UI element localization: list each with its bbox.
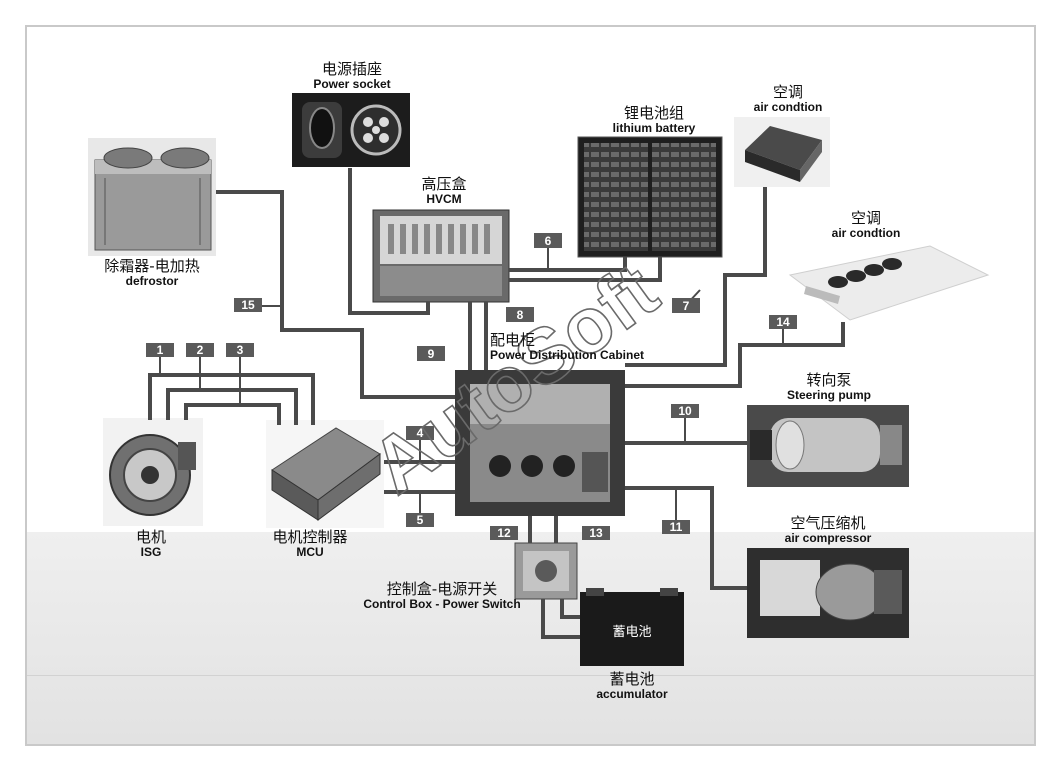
mcu-image: [266, 420, 384, 528]
control-box-image: [514, 542, 578, 600]
svg-text:6: 6: [545, 234, 552, 248]
svg-text:4: 4: [417, 426, 424, 440]
wire-tag-3: 3: [226, 343, 254, 357]
wire-tag-13: 13: [582, 526, 610, 540]
air-condition-1-label: 空调 air condtion: [740, 83, 836, 114]
air-condition-2-image: [788, 245, 990, 321]
defroster-cn: 除霜器-电加热: [104, 257, 200, 275]
lithium-battery-label: 锂电池组 lithium battery: [596, 104, 712, 135]
mcu-cn: 电机控制器: [272, 528, 348, 546]
air-compressor-en: air compressor: [784, 530, 872, 545]
wire-isg-mcu-1: [148, 373, 315, 425]
steering-pump-image: [747, 405, 909, 487]
wire-tag-4: 4: [406, 426, 434, 440]
battery-face-label: 蓄电池: [612, 625, 651, 640]
hvcm-en: HVCM: [426, 191, 462, 206]
svg-text:8: 8: [517, 308, 524, 322]
control-box-en: Control Box - Power Switch: [363, 596, 521, 611]
isg-en: ISG: [140, 544, 162, 559]
wire-pdc-compressor: [625, 486, 747, 590]
svg-text:13: 13: [589, 526, 603, 540]
air-condition-1-cn: 空调: [772, 83, 803, 101]
wire-pdc-ac1: [625, 187, 767, 367]
mcu-label: 电机控制器 MCU: [262, 528, 358, 559]
steering-pump-cn: 转向泵: [806, 371, 852, 389]
wire-tag-11: 11: [662, 520, 690, 534]
air-condition-2-label: 空调 air condtion: [818, 209, 914, 240]
background-stripe: [27, 675, 1034, 676]
control-box-cn: 控制盒-电源开关: [386, 580, 498, 598]
wire-defroster-pdc: [216, 190, 455, 399]
wire-socket-hvcm: [348, 168, 430, 315]
steering-pump-label: 转向泵 Steering pump: [774, 371, 884, 402]
power-socket-cn: 电源插座: [321, 60, 382, 78]
defroster-image: [88, 138, 216, 256]
wire-control-accumulator-b: [560, 599, 580, 619]
lithium-battery-cn: 锂电池组: [623, 104, 684, 122]
mcu-en: MCU: [296, 544, 324, 559]
air-compressor-image: [747, 548, 909, 638]
wires: [148, 168, 845, 639]
accumulator-en: accumulator: [596, 686, 668, 701]
wire-tags: 1 2 3 4 5 6 7 8 9 10 11 12 13 14 15: [146, 233, 797, 540]
wire-tag-12: 12: [490, 526, 518, 540]
wire-tag-7: 7: [672, 298, 700, 313]
isg-motor-image: [103, 418, 203, 526]
wire-hvcm-battery-b: [509, 257, 662, 282]
wire-tag-1: 1: [146, 343, 174, 357]
wire-tag-15: 15: [234, 298, 262, 312]
svg-text:7: 7: [683, 299, 690, 313]
wire-isg-mcu-3: [184, 403, 281, 425]
air-condition-1-image: [734, 117, 830, 187]
svg-text:11: 11: [670, 520, 683, 534]
wire-tag-14: 14: [769, 315, 797, 329]
isg-cn: 电机: [135, 528, 166, 546]
accumulator-image: 蓄电池: [580, 588, 684, 666]
svg-text:14: 14: [776, 315, 790, 329]
svg-text:3: 3: [237, 343, 244, 357]
svg-text:2: 2: [197, 343, 204, 357]
wire-isg-mcu-2: [166, 388, 298, 425]
isg-label: 电机 ISG: [116, 528, 186, 559]
power-socket-en: Power socket: [313, 76, 391, 91]
pdc-label: 配电柜 Power Distribution Cabinet: [490, 331, 680, 362]
air-condition-2-en: air condtion: [831, 225, 901, 240]
power-socket-image: [292, 93, 410, 167]
lithium-battery-image: [577, 136, 723, 258]
control-box-label: 控制盒-电源开关 Control Box - Power Switch: [344, 580, 540, 611]
defroster-label: 除霜器-电加热 defrostor: [84, 257, 220, 288]
air-compressor-label: 空气压缩机 air compressor: [766, 514, 890, 545]
air-condition-2-cn: 空调: [850, 209, 881, 227]
pdc-en: Power Distribution Cabinet: [490, 347, 645, 362]
accumulator-cn: 蓄电池: [609, 670, 655, 688]
accumulator-label: 蓄电池 accumulator: [584, 670, 680, 701]
hvcm-label: 高压盒 HVCM: [404, 175, 484, 206]
wire-tag-8: 8: [506, 307, 534, 322]
wire-pdc-ac2: [625, 322, 845, 388]
svg-text:1: 1: [157, 343, 164, 357]
air-condition-1-en: air condtion: [753, 99, 823, 114]
defroster-en: defrostor: [125, 273, 179, 288]
hvcm-image: [372, 209, 510, 303]
wire-tag-10: 10: [671, 404, 699, 418]
lithium-battery-en: lithium battery: [612, 120, 696, 135]
svg-text:9: 9: [428, 347, 435, 361]
svg-text:5: 5: [417, 513, 424, 527]
svg-text:15: 15: [241, 298, 255, 312]
svg-text:10: 10: [678, 404, 692, 418]
steering-pump-en: Steering pump: [786, 387, 871, 402]
wire-tag-2: 2: [186, 343, 214, 357]
wire-tag-6: 6: [534, 233, 562, 248]
air-compressor-cn: 空气压缩机: [790, 514, 866, 532]
wire-tag-9: 9: [417, 346, 445, 361]
pdc-cn: 配电柜: [490, 331, 536, 349]
wire-control-accumulator-a: [541, 599, 580, 639]
power-distribution-cabinet-image: [455, 370, 625, 516]
svg-text:12: 12: [497, 526, 511, 540]
power-socket-label: 电源插座 Power socket: [306, 60, 398, 91]
wire-tag-5: 5: [406, 513, 434, 527]
hvcm-cn: 高压盒: [421, 175, 467, 193]
